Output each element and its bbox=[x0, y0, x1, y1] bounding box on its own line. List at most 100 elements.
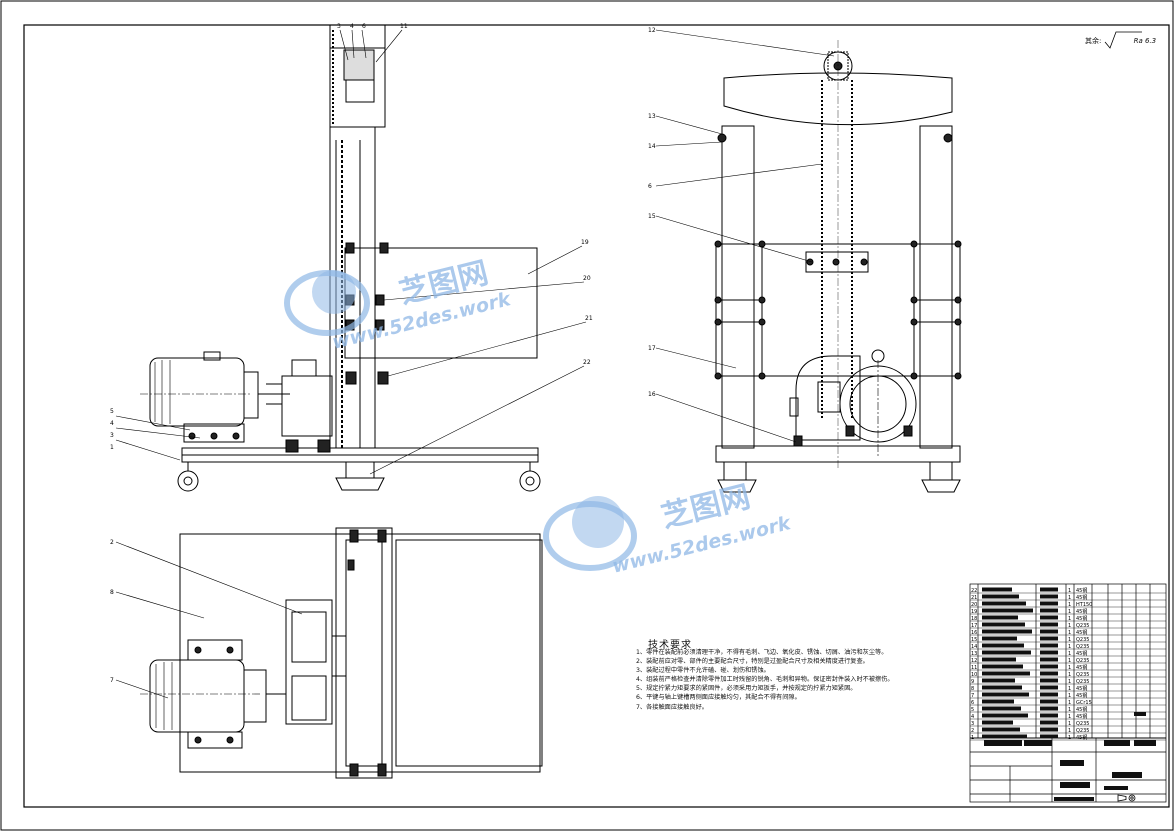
title-block-fills bbox=[984, 712, 1156, 801]
parts-row-number: 10 bbox=[971, 672, 977, 678]
parts-row-number: 18 bbox=[971, 616, 977, 622]
parts-row-qty: 1 bbox=[1068, 665, 1071, 671]
parts-row-code-redacted bbox=[1040, 615, 1058, 620]
parts-row-code-redacted bbox=[1040, 734, 1058, 739]
parts-row-qty: 1 bbox=[1068, 693, 1071, 699]
roughness-value: Ra 6.3 bbox=[1133, 37, 1157, 45]
parts-row-name-redacted bbox=[982, 657, 1016, 662]
parts-row-name-redacted bbox=[982, 622, 1025, 627]
parts-row-number: 12 bbox=[971, 658, 977, 664]
parts-row-number: 1 bbox=[971, 735, 974, 741]
parts-row-name-redacted bbox=[982, 699, 1014, 704]
svg-text:22: 22 bbox=[583, 359, 591, 366]
parts-row-material: 45钢 bbox=[1076, 615, 1087, 622]
parts-row-code-redacted bbox=[1040, 678, 1058, 683]
svg-text:16: 16 bbox=[648, 391, 656, 398]
parts-row-qty: 1 bbox=[1068, 686, 1071, 692]
parts-row-number: 4 bbox=[971, 714, 974, 720]
parts-row-code-redacted bbox=[1040, 664, 1058, 669]
requirement-item: 7、各接触面应接触良好。 bbox=[636, 703, 708, 711]
svg-text:1: 1 bbox=[110, 444, 114, 451]
parts-row-material: 45钢 bbox=[1076, 734, 1087, 741]
top-view bbox=[140, 527, 543, 779]
parts-row-material: 45钢 bbox=[1076, 587, 1087, 594]
requirement-item: 5、规定拧紧力矩要求的紧固件，必须采用力矩扳手，并按规定的拧紧力矩紧固。 bbox=[636, 685, 857, 693]
parts-row-name-redacted bbox=[982, 678, 1015, 683]
parts-row-qty: 1 bbox=[1068, 644, 1071, 650]
parts-row-number: 17 bbox=[971, 623, 977, 629]
side-view-leaders bbox=[115, 29, 587, 475]
parts-row-code-redacted bbox=[1040, 601, 1058, 606]
parts-row-code-redacted bbox=[1040, 720, 1058, 725]
parts-row-material: Q235 bbox=[1076, 623, 1089, 629]
parts-row-name-redacted bbox=[982, 692, 1029, 697]
svg-text:12: 12 bbox=[648, 27, 656, 34]
parts-row-code-redacted bbox=[1040, 636, 1058, 641]
svg-text:2: 2 bbox=[110, 539, 114, 546]
parts-row-number: 19 bbox=[971, 609, 977, 615]
svg-text:7: 7 bbox=[110, 677, 114, 684]
parts-row-number: 6 bbox=[971, 700, 974, 706]
parts-row-number: 9 bbox=[971, 679, 974, 685]
parts-row-number: 14 bbox=[971, 644, 977, 650]
top-view-leaders bbox=[115, 541, 303, 699]
parts-row-material: 45钢 bbox=[1076, 706, 1087, 713]
parts-row-qty: 1 bbox=[1068, 714, 1071, 720]
parts-row-qty: 1 bbox=[1068, 679, 1071, 685]
svg-text:5: 5 bbox=[110, 408, 114, 415]
parts-row-name-redacted bbox=[982, 594, 1019, 599]
parts-row-code-redacted bbox=[1040, 594, 1058, 599]
svg-text:19: 19 bbox=[581, 239, 589, 246]
parts-row-name-redacted bbox=[982, 706, 1021, 711]
requirement-item: 4、组装前严格检查并清除零件加工时残留的锐角、毛刺和异物。保证密封件装入时不被擦… bbox=[636, 676, 894, 684]
parts-row-code-redacted bbox=[1040, 692, 1058, 697]
parts-row-material: Q235 bbox=[1076, 672, 1089, 678]
parts-row-qty: 1 bbox=[1068, 609, 1071, 615]
parts-list-table bbox=[969, 583, 1167, 803]
parts-row-name-redacted bbox=[982, 650, 1031, 655]
svg-text:4: 4 bbox=[350, 23, 354, 30]
parts-row-qty: 1 bbox=[1068, 651, 1071, 657]
parts-row-qty: 1 bbox=[1068, 728, 1071, 734]
parts-row-name-redacted bbox=[982, 685, 1022, 690]
parts-row-number: 21 bbox=[971, 595, 977, 601]
parts-row-qty: 1 bbox=[1068, 637, 1071, 643]
parts-row-code-redacted bbox=[1040, 622, 1058, 627]
parts-row-material: 45钢 bbox=[1076, 629, 1087, 636]
projection-symbol bbox=[1117, 794, 1136, 802]
parts-row-material: 45钢 bbox=[1076, 594, 1087, 601]
front-view bbox=[714, 40, 962, 493]
requirement-item: 2、装配前应对零、部件的主要配合尺寸，特别是过盈配合尺寸及相关精度进行复查。 bbox=[636, 658, 869, 666]
parts-row-material: GCr15 bbox=[1076, 700, 1092, 706]
svg-text:20: 20 bbox=[583, 275, 591, 282]
parts-row-material: 45钢 bbox=[1076, 713, 1087, 720]
parts-row-code-redacted bbox=[1040, 629, 1058, 634]
parts-row-qty: 1 bbox=[1068, 595, 1071, 601]
parts-row-name-redacted bbox=[982, 734, 1027, 739]
parts-row-number: 7 bbox=[971, 693, 974, 699]
technical-requirements-title: 技术要求 bbox=[648, 640, 692, 651]
svg-text:8: 8 bbox=[110, 589, 114, 596]
svg-text:21: 21 bbox=[585, 315, 593, 322]
parts-row-name-redacted bbox=[982, 671, 1030, 676]
parts-row-qty: 1 bbox=[1068, 630, 1071, 636]
parts-row-material: 45钢 bbox=[1076, 650, 1087, 657]
parts-row-qty: 1 bbox=[1068, 658, 1071, 664]
parts-row-qty: 1 bbox=[1068, 700, 1071, 706]
svg-text:13: 13 bbox=[648, 113, 656, 120]
parts-row-number: 20 bbox=[971, 602, 977, 608]
parts-row-number: 15 bbox=[971, 637, 977, 643]
parts-row-code-redacted bbox=[1040, 727, 1058, 732]
parts-row-name-redacted bbox=[982, 720, 1013, 725]
parts-row-name-redacted bbox=[982, 601, 1026, 606]
parts-row-material: 45钢 bbox=[1076, 664, 1087, 671]
parts-row-material: 45钢 bbox=[1076, 692, 1087, 699]
parts-row-code-redacted bbox=[1040, 643, 1058, 648]
parts-row-qty: 1 bbox=[1068, 616, 1071, 622]
parts-row-qty: 1 bbox=[1068, 735, 1071, 741]
parts-row-material: Q235 bbox=[1076, 644, 1089, 650]
parts-row-qty: 1 bbox=[1068, 707, 1071, 713]
svg-text:15: 15 bbox=[648, 213, 656, 220]
